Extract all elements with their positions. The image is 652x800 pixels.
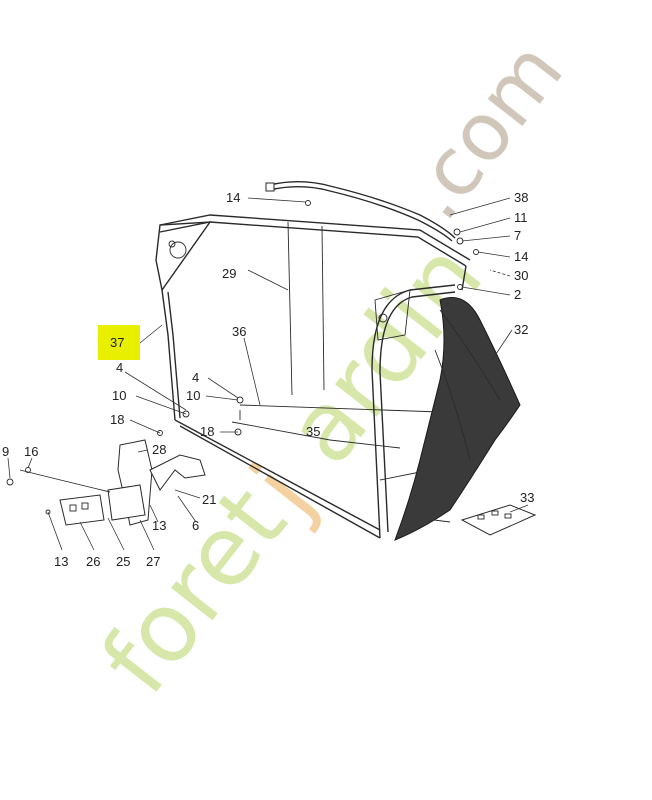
label-27: 27: [146, 554, 160, 569]
label-29: 29: [222, 266, 236, 281]
label-35: 35: [306, 424, 320, 439]
label-28: 28: [152, 442, 166, 457]
label-7: 7: [514, 228, 521, 243]
label-4-right: 4: [192, 370, 199, 385]
label-13-bottom: 13: [54, 554, 68, 569]
label-33: 33: [520, 490, 534, 505]
label-11: 11: [514, 210, 528, 225]
label-6: 6: [192, 518, 199, 533]
label-26: 26: [86, 554, 100, 569]
label-4-left: 4: [116, 360, 123, 375]
latch-assembly: [6, 200, 479, 526]
highlight-box: [98, 325, 140, 360]
label-2: 2: [514, 287, 521, 302]
label-37: 37: [110, 335, 124, 350]
label-9: 9: [2, 444, 9, 459]
label-13-mid: 13: [152, 518, 166, 533]
label-10-right: 10: [186, 388, 200, 403]
label-25: 25: [116, 554, 130, 569]
label-36: 36: [232, 324, 246, 339]
label-10-left: 10: [112, 388, 126, 403]
label-14-right: 14: [514, 249, 528, 264]
highlight-37[interactable]: 37: [98, 325, 140, 360]
leader-lines: [7, 197, 529, 551]
label-30: 30: [514, 268, 528, 283]
label-32: 32: [514, 322, 528, 337]
handle-bar: [265, 181, 456, 242]
label-21: 21: [202, 492, 216, 507]
label-14-top: 14: [226, 190, 240, 205]
label-18-right: 18: [200, 424, 214, 439]
part-labels: 14 38 11 7 14 30 2 29 36 32 4 4 10 10 18…: [2, 190, 534, 569]
label-16: 16: [24, 444, 38, 459]
part-33-plate: [433, 504, 537, 536]
label-38: 38: [514, 190, 528, 205]
watermark-dotcom: .com: [387, 25, 581, 237]
label-18-left: 18: [110, 412, 124, 427]
watermark: foret j ardin .com: [80, 25, 581, 714]
grass-bag: [394, 297, 521, 541]
basket-frame: [155, 214, 471, 539]
